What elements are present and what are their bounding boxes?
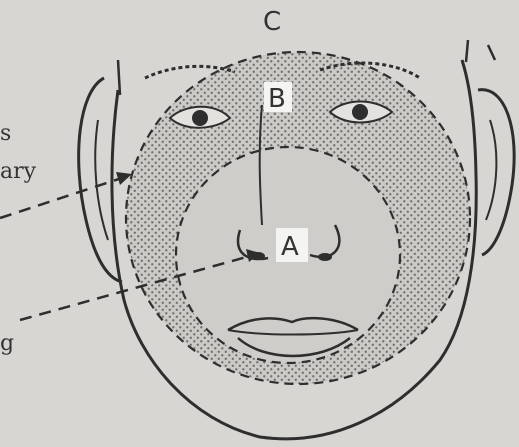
right-ear-inner	[486, 120, 496, 220]
left-ear-inner	[95, 120, 108, 240]
zone-label-a: A	[281, 232, 299, 262]
left-text-fragment-3: g	[0, 331, 14, 356]
zone-label-c: C	[263, 7, 281, 37]
pointer-line-upper	[0, 178, 122, 218]
left-text-fragment-2: ary	[0, 159, 37, 184]
zone-label-b: B	[268, 84, 286, 114]
left-text-fragment-1: s	[0, 121, 11, 146]
nostril-right	[318, 253, 332, 261]
pointer-arrowhead-upper	[116, 172, 132, 185]
